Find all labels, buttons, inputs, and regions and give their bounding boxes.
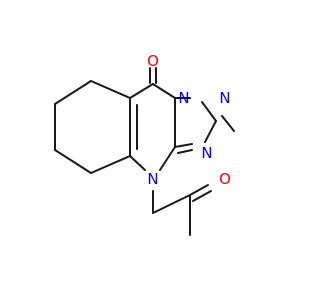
atom-labels: O N N N N O <box>147 52 231 188</box>
bond <box>152 194 191 214</box>
bond <box>174 143 193 148</box>
bond <box>204 120 217 143</box>
bond <box>90 155 131 174</box>
bond <box>159 146 176 171</box>
atom-label-n-triazole-top: N <box>219 89 230 107</box>
bond <box>192 190 212 202</box>
atom-label-o-ketone: O <box>147 52 159 70</box>
bond <box>152 83 176 99</box>
molecule-structure-diagram: O N N N N O <box>54 52 235 236</box>
bond-lines <box>54 67 235 236</box>
atom-label-n-ring-top: N <box>178 89 189 107</box>
atom-label-n-ring-bottom: N <box>147 170 158 188</box>
bond <box>201 101 217 122</box>
bond <box>90 80 131 99</box>
bond <box>189 184 209 196</box>
atom-label-n-triazole-right: N <box>201 144 212 162</box>
bond <box>54 80 92 105</box>
bond <box>129 155 146 171</box>
atom-label-o-sidechain: O <box>219 170 231 188</box>
bond <box>54 149 92 174</box>
bond <box>129 83 154 99</box>
bond <box>177 149 193 154</box>
bond <box>221 115 235 132</box>
